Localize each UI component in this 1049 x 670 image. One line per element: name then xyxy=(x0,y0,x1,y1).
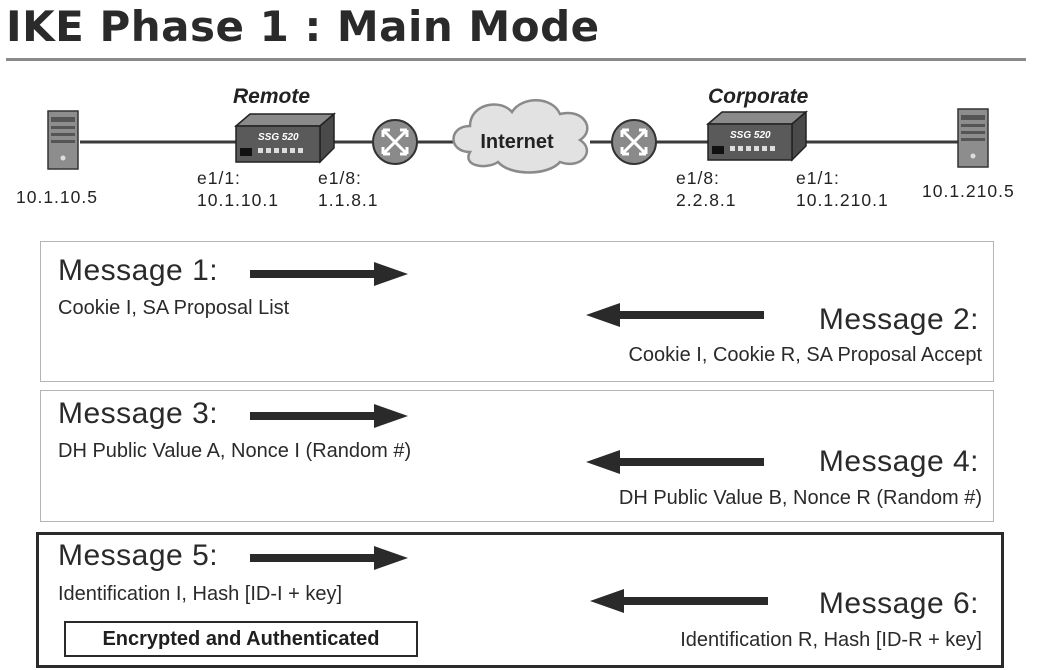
remote-gateway-model: SSG 520 xyxy=(258,132,299,143)
message-2-text: Cookie I, Cookie R, SA Proposal Accept xyxy=(628,344,982,366)
corporate-host-ip: 10.1.210.5 xyxy=(922,181,1015,201)
arrow-right-icon xyxy=(250,404,408,428)
arrow-left-icon xyxy=(586,303,764,327)
encrypted-authenticated-label: Encrypted and Authenticated xyxy=(64,621,418,657)
arrow-left-icon xyxy=(590,589,768,613)
remote-site-label: Remote xyxy=(233,85,311,108)
message-5-text: Identification I, Hash [ID-I + key] xyxy=(58,583,343,605)
title-divider xyxy=(6,58,1026,61)
internet-label: Internet xyxy=(480,131,554,153)
message-3-title: Message 3: xyxy=(58,397,219,430)
message-1-title: Message 1: xyxy=(58,254,219,287)
corporate-site-label: Corporate xyxy=(708,85,809,108)
network-topology: SSG 520 SSG 520 Internet xyxy=(47,99,989,174)
message-4-text: DH Public Value B, Nonce R (Random #) xyxy=(618,487,982,509)
remote-e18-label: e1/8: xyxy=(318,168,362,188)
message-3-text: DH Public Value A, Nonce I (Random #) xyxy=(58,440,412,462)
remote-e11-label: e1/1: xyxy=(197,168,241,188)
exchange-box-2 xyxy=(40,390,994,522)
remote-host-server-icon xyxy=(47,110,79,170)
message-6-text: Identification R, Hash [ID-R + key] xyxy=(680,629,982,651)
message-5-title: Message 5: xyxy=(58,539,219,572)
corporate-e11-ip: 10.1.210.1 xyxy=(796,190,889,210)
message-4-title: Message 4: xyxy=(818,445,979,478)
message-2-title: Message 2: xyxy=(818,303,979,336)
remote-router-icon xyxy=(372,119,418,165)
remote-e18-ip: 1.1.8.1 xyxy=(318,190,379,210)
corporate-e11-label: e1/1: xyxy=(796,168,840,188)
exchange-box-1 xyxy=(40,241,994,382)
message-1-text: Cookie I, SA Proposal List xyxy=(58,297,290,319)
remote-e11-ip: 10.1.10.1 xyxy=(197,190,279,210)
corporate-e18-ip: 2.2.8.1 xyxy=(676,190,737,210)
remote-gateway-firewall-icon: SSG 520 xyxy=(233,112,337,164)
page-title: IKE Phase 1 : Main Mode xyxy=(6,2,600,51)
arrow-right-icon xyxy=(250,262,408,286)
corporate-gateway-firewall-icon: SSG 520 xyxy=(705,110,809,162)
remote-host-ip: 10.1.10.5 xyxy=(16,187,98,207)
arrow-left-icon xyxy=(586,450,764,474)
message-6-title: Message 6: xyxy=(818,587,979,620)
corporate-router-icon xyxy=(611,119,657,165)
arrow-right-icon xyxy=(250,546,408,570)
corporate-host-server-icon xyxy=(957,108,989,168)
corporate-e18-label: e1/8: xyxy=(676,168,720,188)
internet-cloud-icon: Internet xyxy=(452,99,589,174)
corporate-gateway-model: SSG 520 xyxy=(730,130,771,141)
